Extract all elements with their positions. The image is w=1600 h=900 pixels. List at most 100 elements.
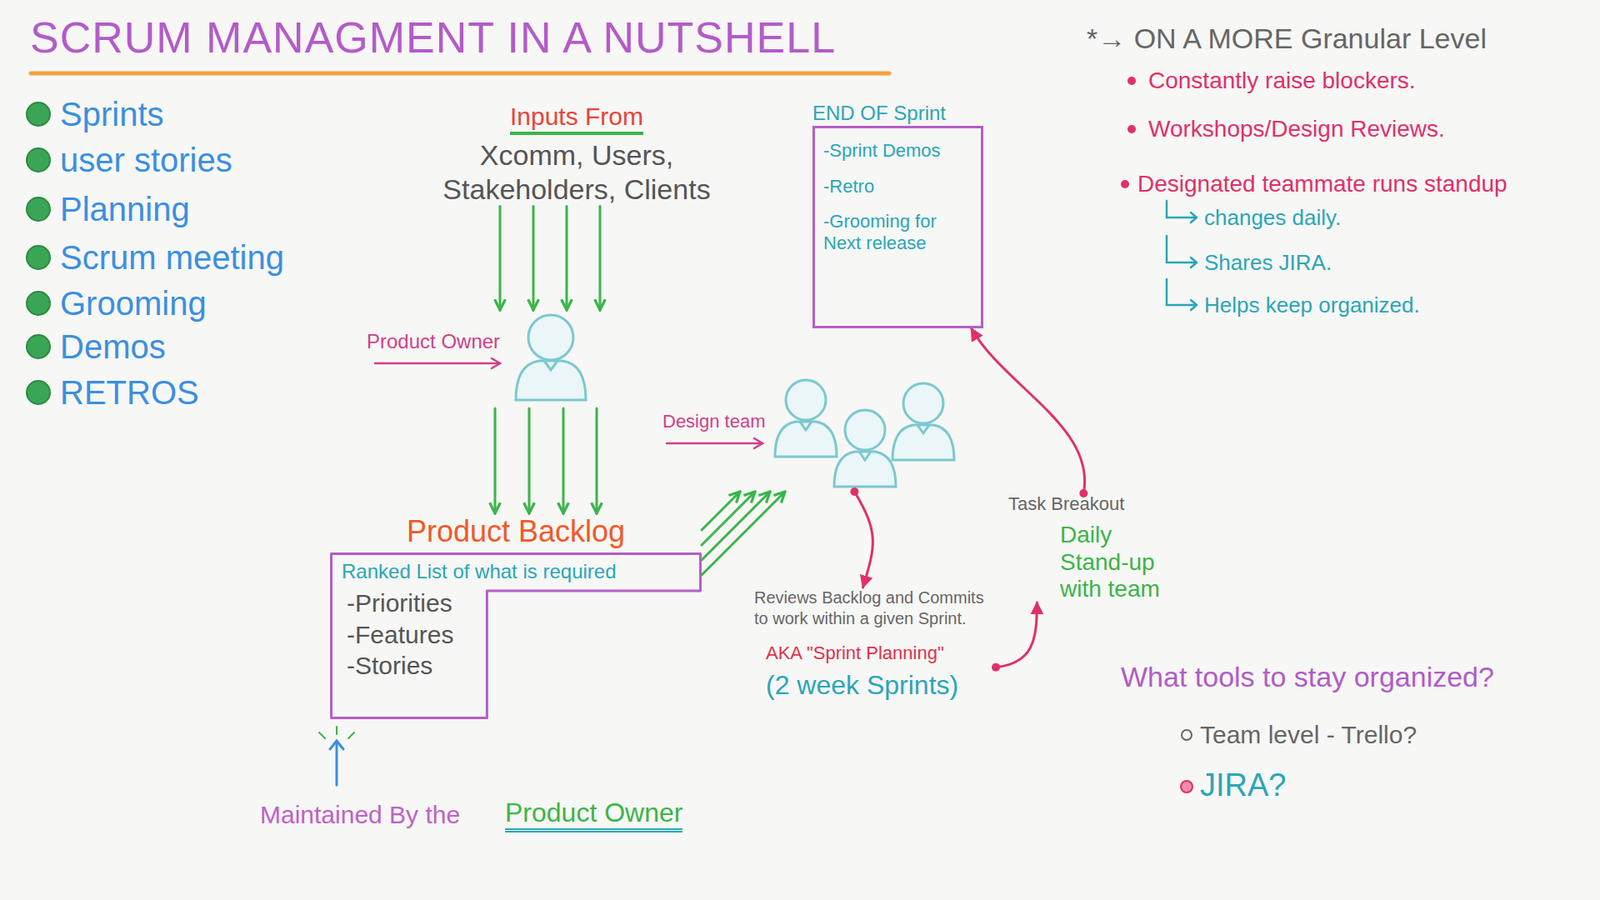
sprint-planning-note: Reviews Backlog and Commits to work with… bbox=[754, 587, 996, 702]
list-item: Demos bbox=[60, 326, 166, 367]
box-heading: Product Backlog bbox=[330, 513, 702, 550]
connector-line bbox=[499, 206, 502, 310]
bullet-dot bbox=[1120, 180, 1130, 189]
bullet-dots bbox=[26, 102, 50, 405]
note-emphasis: Product Owner bbox=[505, 796, 683, 833]
note-heading: Task Breakout bbox=[1008, 493, 1188, 515]
sub-item: Helps keep organized. bbox=[1204, 292, 1420, 319]
hook-arrow bbox=[1166, 200, 1197, 223]
end-of-sprint-box: END OF Sprint -Sprint Demos -Retro -Groomin… bbox=[812, 100, 984, 329]
note-duration: (2 week Sprints) bbox=[754, 669, 996, 701]
question-item: JIRA? bbox=[1200, 766, 1286, 805]
connector bbox=[850, 487, 873, 588]
connector bbox=[500, 206, 600, 310]
backlog-box: Product BacklogRanked List of what is re… bbox=[330, 513, 702, 720]
outline-path bbox=[331, 554, 701, 719]
bullet-dot bbox=[26, 335, 50, 359]
section-heading: *→ ON A MORE Granular Level bbox=[1086, 21, 1487, 56]
figure-collar bbox=[800, 421, 812, 430]
list-item: Grooming bbox=[60, 283, 207, 324]
note-body: Daily Stand-up with team bbox=[1060, 521, 1185, 603]
section-heading: Inputs From bbox=[510, 101, 644, 135]
list-item: -Grooming for Next release bbox=[823, 210, 973, 255]
list-item: -Stories bbox=[341, 650, 433, 682]
figure-body bbox=[515, 360, 586, 400]
figure-head bbox=[903, 383, 944, 424]
pointer-arrow bbox=[375, 358, 763, 449]
bullet-dot bbox=[26, 245, 50, 270]
bullet-dot bbox=[26, 291, 50, 315]
bullet-dot bbox=[26, 197, 50, 221]
list-item: Planning bbox=[60, 189, 190, 230]
box-subheading: Ranked List of what is required bbox=[341, 559, 617, 585]
spark bbox=[319, 732, 325, 739]
figure-head bbox=[785, 380, 826, 420]
bullet-dot bbox=[1127, 76, 1136, 85]
list-item: -Sprint Demos bbox=[823, 140, 973, 162]
person-figure bbox=[515, 315, 586, 400]
connector bbox=[971, 328, 1089, 498]
figure-head bbox=[528, 315, 574, 360]
list-item: -Retro bbox=[823, 175, 973, 198]
spark-marks bbox=[319, 726, 355, 739]
figure-body bbox=[775, 421, 837, 457]
connector-line bbox=[854, 491, 873, 588]
product-owner-figure: Product Owner bbox=[366, 310, 609, 409]
connector-line bbox=[701, 491, 770, 560]
end-of-sprint-frame: -Sprint Demos -Retro -Grooming for Next re… bbox=[812, 125, 984, 329]
team-figures bbox=[775, 380, 955, 487]
box-heading: END OF Sprint bbox=[812, 100, 984, 126]
figure-head bbox=[845, 410, 885, 450]
figure-collar bbox=[917, 425, 930, 434]
connector-line bbox=[562, 408, 565, 514]
note-text: Maintained By the bbox=[260, 800, 460, 830]
spark bbox=[335, 726, 338, 735]
bullet-dot bbox=[26, 102, 50, 126]
connector bbox=[495, 408, 597, 514]
note-aka: AKA "Sprint Planning" bbox=[754, 642, 996, 665]
list-item: Scrum meeting bbox=[60, 237, 285, 278]
pointer-line bbox=[666, 442, 763, 445]
connector bbox=[991, 602, 1037, 672]
list-item: user stories bbox=[60, 140, 233, 180]
hook-arrow bbox=[1166, 235, 1197, 268]
figure-label: Design team bbox=[662, 410, 766, 433]
bullet-text: Designated teammate runs standup bbox=[1137, 170, 1508, 199]
design-team-figures: Design team bbox=[662, 379, 963, 492]
pointer-head bbox=[491, 358, 500, 369]
connector-line bbox=[599, 206, 602, 310]
pointer-head bbox=[754, 438, 763, 449]
bullet-dot bbox=[26, 148, 50, 172]
backlog-frame: Ranked List of what is required-Prioriti… bbox=[330, 552, 702, 720]
list-item: Sprints bbox=[60, 94, 165, 135]
tool-dot bbox=[1181, 730, 1192, 740]
diagram-title: SCRUM MANAGMENT IN A NUTSHELL bbox=[30, 11, 836, 64]
connector-line bbox=[528, 408, 531, 514]
hook-arrow bbox=[1166, 279, 1197, 310]
pointer-line bbox=[375, 362, 500, 365]
note-text: Reviews Backlog and Commits to work with… bbox=[754, 587, 996, 630]
input-list: Xcomm, Users, Stakeholders, Clients bbox=[410, 138, 744, 207]
arrow-line bbox=[335, 741, 339, 785]
bullet-dot bbox=[1127, 125, 1136, 134]
tool-dot bbox=[1180, 780, 1193, 793]
connector-line bbox=[701, 491, 785, 575]
maintained-arrow bbox=[330, 740, 344, 785]
bullet-text: Constantly raise blockers. bbox=[1148, 66, 1416, 95]
title-underline bbox=[30, 71, 890, 76]
list-item: RETROS bbox=[60, 372, 200, 413]
bullet-text: Workshops/Design Reviews. bbox=[1148, 115, 1445, 144]
question-item: Team level - Trello? bbox=[1200, 720, 1417, 750]
arrow-head bbox=[330, 740, 344, 750]
connector-line bbox=[595, 408, 599, 514]
figure-collar bbox=[544, 360, 558, 370]
right-bullets bbox=[1120, 76, 1136, 189]
connector-line bbox=[494, 408, 497, 514]
list-item: -Features bbox=[341, 619, 454, 651]
bullet-dot bbox=[26, 380, 50, 405]
standup-note: Task BreakoutDaily Stand-up with team bbox=[1008, 493, 1188, 603]
figure-body bbox=[834, 451, 896, 487]
sub-item: Shares JIRA. bbox=[1204, 250, 1332, 276]
connector-line bbox=[701, 491, 755, 545]
hook-arrows bbox=[1166, 200, 1197, 310]
